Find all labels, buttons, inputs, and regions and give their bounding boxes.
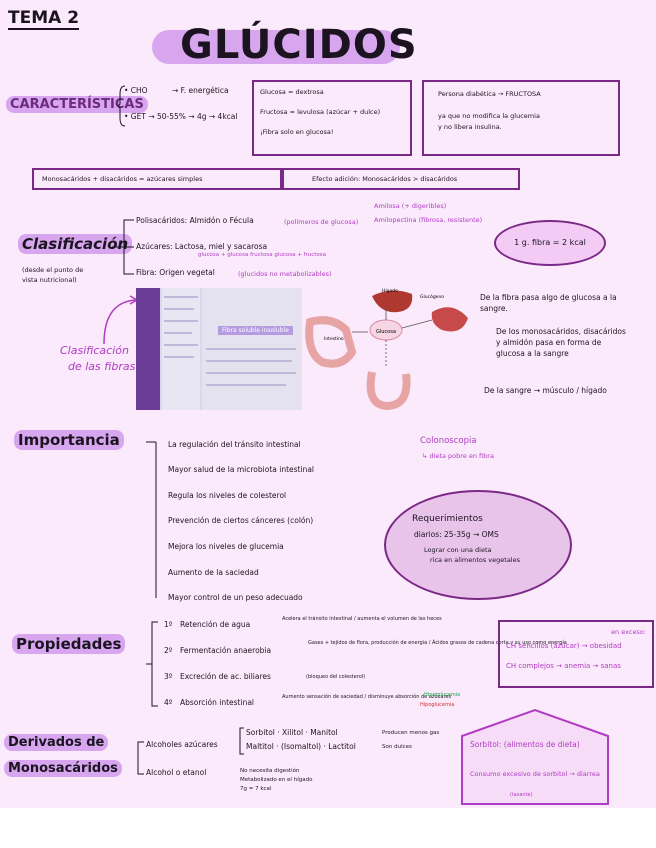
alcohol-note: Son dulces — [382, 744, 412, 750]
section-propiedades: Propiedades — [12, 634, 125, 654]
alcohol-list: Maltitol · (Isomaltol) · Lactitol — [246, 742, 356, 751]
notes-sheet: TEMA 2 GLÚCIDOS CARACTERÍSTICAS • CHO → … — [0, 0, 656, 808]
sorbitol-excess: Consumo excesivo de sorbitol → diarrea — [470, 770, 602, 778]
box1-line: Fructosa = levulosa (azúcar + dulce) — [260, 108, 404, 116]
prop-num: 1º — [164, 620, 172, 629]
fibra-kcal-circle: 1 g. fibra = 2 kcal — [494, 220, 606, 266]
importancia-item: Prevención de ciertos cánceres (colón) — [168, 516, 313, 525]
mono-box: Monosacáridos + disacáridos = azúcares s… — [32, 168, 282, 190]
get-line: • GET → 50-55% → 4g → 4kcal — [124, 112, 237, 121]
requerimientos-oval — [384, 490, 572, 600]
req-note: rica en alimentos vegetales — [430, 556, 520, 564]
alcoholes-azucares: Alcoholes azúcares — [146, 740, 218, 749]
house-shape — [460, 708, 610, 806]
prop-item: Absorción intestinal — [180, 698, 254, 707]
clasif-sub: (desde el punto de — [22, 266, 83, 274]
alcohol-list: Sorbitol · Xilitol · Manitol — [246, 728, 338, 737]
fibra: Fibra: Origen vegetal — [136, 268, 215, 277]
liver-label: Hígado — [382, 287, 398, 294]
tag-hiperglucemia: Hiperglucemia — [424, 692, 460, 698]
curved-arrow — [100, 292, 140, 348]
fibra-note: (glucidos no metabolizables) — [238, 270, 332, 278]
digestion-diagram: Glucosa Hígado Glucógeno Intestino — [302, 282, 472, 412]
section-caracteristicas: CARACTERÍSTICAS — [6, 96, 148, 113]
fiber-table: Fibra soluble insoluble — [136, 288, 302, 410]
azucares: Azúcares: Lactosa, miel y sacarosa — [136, 242, 267, 251]
prop-note: Acelera el tránsito intestinal / aumenta… — [282, 616, 442, 622]
box2-line: ya que no modifica la glucemia — [438, 112, 604, 120]
importancia-item: La regulación del tránsito intestinal — [168, 440, 301, 449]
energetica-line: → F. energética — [172, 86, 229, 95]
efecto-box: Efecto adición: Monosacáridos > disacári… — [282, 168, 520, 190]
intestine-label: Intestino — [324, 336, 344, 342]
tema-label: TEMA 2 — [8, 8, 79, 30]
importancia-item: Regula los niveles de colesterol — [168, 491, 286, 500]
colonoscopia-note: ↳ dieta pobre en fibra — [422, 452, 494, 460]
azucares-note: glucosa + glucosa fructosa glucosa + fru… — [198, 252, 326, 258]
sorbitol-line: Sorbitol: (alimentos de dieta) — [470, 740, 580, 749]
importancia-item: Mayor salud de la microbiota intestinal — [168, 465, 314, 474]
alcohol-etanol: Alcohol o etanol — [146, 768, 206, 777]
req-amount: diarios: 25-35g → OMS — [414, 530, 499, 539]
bracket — [238, 726, 246, 756]
prop-num: 3º — [164, 672, 172, 681]
laxante-note: (laxante) — [510, 792, 533, 798]
bracket — [112, 218, 136, 278]
section-importancia: Importancia — [14, 430, 124, 450]
exceso-box: en exceso: CH sencillos (azúcar) → obesi… — [498, 620, 654, 688]
prop-item: Retención de agua — [180, 620, 250, 629]
prop-num: 4º — [164, 698, 172, 707]
etanol-note: Metabolizado en el hígado — [240, 777, 312, 783]
alcohol-note: Producen menos gas — [382, 730, 439, 736]
amilosa: Amilosa (+ digeribles) — [374, 202, 446, 210]
req-note: Lograr con una dieta — [424, 546, 492, 554]
bracket — [146, 436, 166, 602]
importancia-item: Aumento de la saciedad — [168, 568, 259, 577]
req-title: Requerimientos — [412, 514, 483, 524]
colonoscopia: Colonoscopia — [420, 436, 477, 446]
bracket — [134, 738, 146, 778]
glycogen-label: Glucógeno — [420, 293, 444, 300]
glucosa-box: Glucosa = dextrosa Fructosa = levulosa (… — [252, 80, 412, 156]
exceso-line: CH complejos → anemia → sanas — [506, 662, 646, 670]
clasif-sub: vista nutricional) — [22, 276, 77, 284]
clasif-fibras-label: de las fibras — [68, 360, 135, 373]
arrow-monosacaridos: De los monosacáridos, disacáridos y almi… — [496, 326, 630, 359]
cho-line: • CHO — [124, 86, 148, 95]
prop-item: Fermentación anaerobia — [180, 646, 271, 655]
amilopectina: Amilopectina (fibrosa, resistente) — [374, 216, 482, 224]
exceso-title: en exceso: — [506, 628, 646, 636]
section-derivados: Monosacáridos — [4, 760, 122, 777]
importancia-item: Mayor control de un peso adecuado — [168, 593, 303, 602]
prop-note: (bloqueo del colesterol) — [306, 674, 365, 680]
box2-line: Persona diabética → FRUCTOSA — [438, 90, 604, 98]
section-derivados: Derivados de — [4, 734, 108, 751]
etanol-note: 7g = 7 kcal — [240, 786, 271, 792]
box2-line: y no libera insulina. — [438, 123, 604, 131]
arrow-sangre: De la sangre → músculo / hígado — [484, 386, 634, 395]
prop-num: 2º — [164, 646, 172, 655]
prop-item: Excreción de ac. biliares — [180, 672, 271, 681]
arrow-fibra-glucosa: De la fibra pasa algo de glucosa a la sa… — [480, 292, 630, 314]
diabetica-box: Persona diabética → FRUCTOSA ya que no m… — [422, 80, 620, 156]
glucose-label: Glucosa — [376, 329, 396, 335]
box1-line: Glucosa = dextrosa — [260, 88, 404, 96]
polisacaridos-note: (polímeros de glucosa) — [284, 218, 358, 226]
tag-hipoglucemia: Hipoglucemia — [420, 702, 454, 708]
exceso-line: CH sencillos (azúcar) → obesidad — [506, 642, 646, 650]
table-title: Fibra soluble insoluble — [218, 326, 293, 335]
page-title: GLÚCIDOS — [180, 22, 418, 68]
polisacaridos: Polisacáridos: Almidón o Fécula — [136, 216, 254, 225]
box1-line: ¡Fibra solo en glucosa! — [260, 128, 404, 136]
bracket — [146, 618, 160, 710]
etanol-note: No necesita digestión — [240, 768, 299, 774]
importancia-item: Mejora los niveles de glucemia — [168, 542, 284, 551]
